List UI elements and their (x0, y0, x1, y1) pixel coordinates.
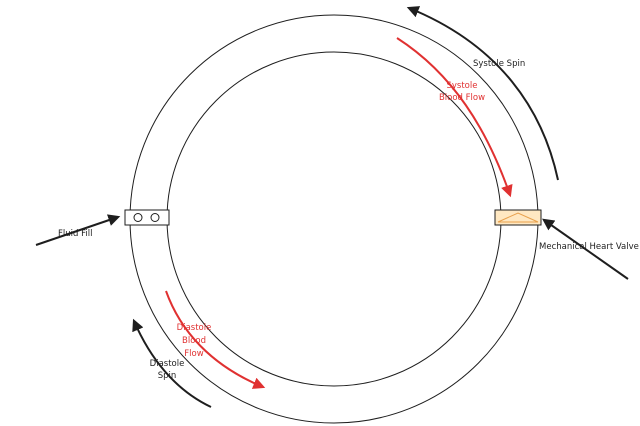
fill-port-hole-left (133, 213, 143, 222)
fluid-fill-label: Fluid Fill (58, 229, 92, 239)
systole-flow-arrow (396, 37, 513, 198)
diastole-spin-label-line2: Spin (158, 371, 177, 381)
diastole-flow-label-line2: Blood (182, 336, 206, 346)
systole-flow-label-line2: Blood Flow (439, 93, 485, 103)
valve-pointer-arrow (542, 218, 629, 280)
valve-label: Mechanical Heart Valve (539, 242, 639, 252)
fluid-fill-port (124, 209, 170, 226)
fluid-fill-arrow (35, 214, 121, 246)
diastole-flow-arrow (165, 290, 266, 389)
fill-port-hole-right (150, 213, 160, 222)
diastole-spin-arrow (132, 318, 212, 408)
diastole-spin-label-line1: Diastole (150, 359, 185, 369)
systole-spin-arrow (406, 6, 559, 181)
mechanical-heart-valve (494, 209, 542, 226)
systole-spin-label: Systole Spin (473, 59, 525, 69)
diastole-flow-label-line1: Diastole (177, 323, 212, 333)
outer-ring (129, 14, 539, 424)
valve-leaflet-icon (497, 212, 539, 223)
systole-flow-label-line1: Systole (447, 81, 478, 91)
diastole-flow-label-line3: Flow (184, 349, 203, 359)
